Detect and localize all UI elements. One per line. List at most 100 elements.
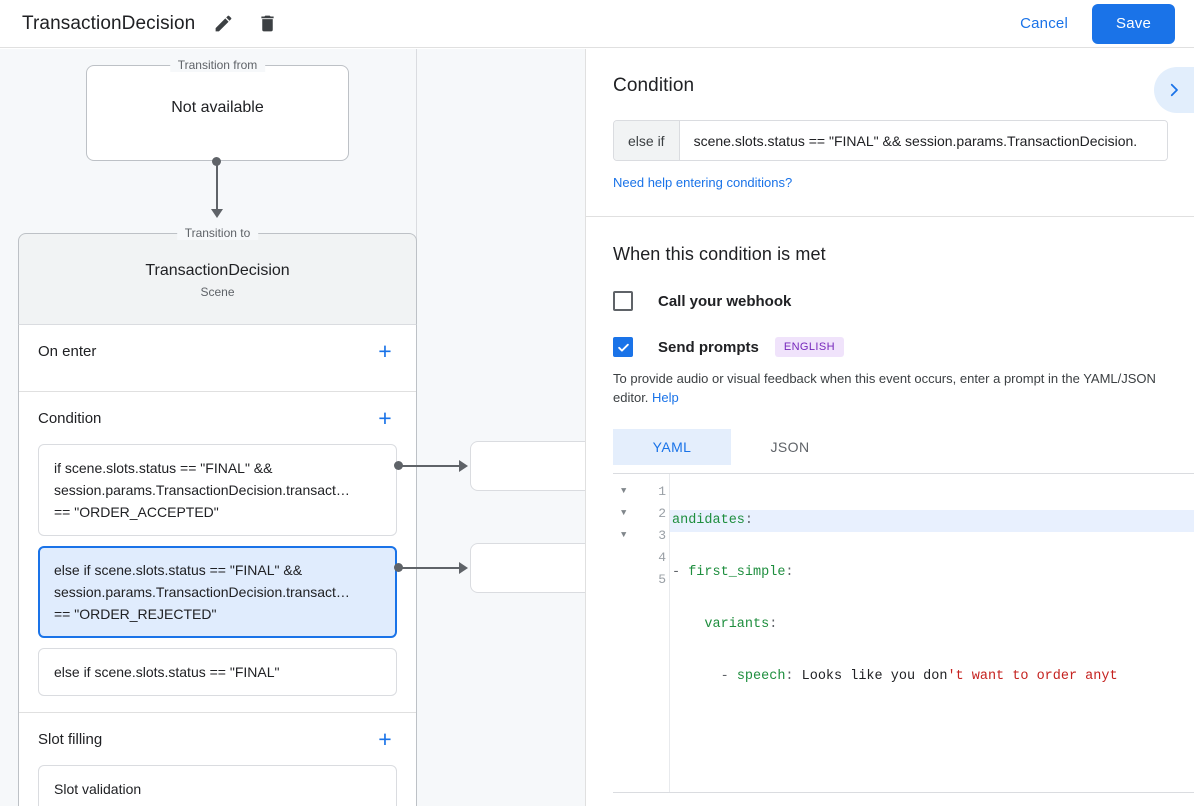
- code-token: speech: [736, 669, 786, 684]
- code-token: -: [672, 565, 689, 580]
- send-prompts-checkbox[interactable]: [613, 337, 633, 357]
- helper-text: To provide audio or visual feedback when…: [613, 371, 1156, 405]
- section-slot-filling: Slot filling + Slot validation: [19, 713, 416, 806]
- connector-arrow-accepted: [459, 460, 468, 472]
- tab-json[interactable]: JSON: [770, 439, 810, 455]
- pencil-icon[interactable]: [209, 10, 237, 38]
- transition-to-title: TransactionDecision: [145, 262, 290, 279]
- section-slot-filling-header: Slot filling +: [38, 713, 397, 765]
- slot-validation-chip[interactable]: Slot validation: [38, 765, 397, 806]
- editor-gutter: ▼ 1 ▼ 2 ▼ 3 4 5: [613, 474, 670, 792]
- send-prompts-label: Send prompts: [658, 338, 759, 356]
- code-line-3[interactable]: variants:: [670, 614, 1194, 636]
- page-title: TransactionDecision: [22, 12, 196, 34]
- condition-expression-input[interactable]: scene.slots.status == "FINAL" && session…: [679, 121, 1167, 160]
- code-token: :: [769, 617, 778, 632]
- target-node-rejected[interactable]: [470, 543, 585, 593]
- when-condition-met-block: When this condition is met Call your web…: [586, 217, 1194, 793]
- condition-block: Condition else if scene.slots.status == …: [586, 49, 1194, 217]
- editor-code-area[interactable]: andidates: - first_simple: variants: - s…: [670, 474, 1194, 792]
- code-token: first_simple: [688, 565, 786, 580]
- section-on-enter-header: On enter +: [38, 325, 397, 377]
- fold-caret-icon[interactable]: ▼: [621, 486, 627, 496]
- gutter-line[interactable]: 5: [613, 568, 669, 590]
- call-webhook-row[interactable]: Call your webhook: [613, 291, 1167, 311]
- line-number: 2: [658, 505, 666, 521]
- gutter-line[interactable]: 4: [613, 546, 669, 568]
- code-token: :: [785, 565, 794, 580]
- trash-icon[interactable]: [253, 10, 281, 38]
- condition-chip-order-rejected[interactable]: else if scene.slots.status == "FINAL" &&…: [38, 546, 397, 638]
- transition-to-node[interactable]: Transition to TransactionDecision Scene: [18, 226, 417, 324]
- send-prompts-row[interactable]: Send prompts ENGLISH: [613, 337, 1167, 357]
- code-token: :: [785, 669, 802, 684]
- section-on-enter: On enter +: [19, 325, 416, 392]
- transition-from-title: Not available: [171, 99, 264, 116]
- check-icon: [617, 343, 629, 352]
- code-token: 't want to order anyt: [947, 669, 1118, 684]
- condition-prefix: else if: [614, 121, 680, 160]
- code-token: :: [744, 513, 754, 528]
- transition-to-subtitle: Scene: [200, 285, 235, 299]
- when-condition-met-heading: When this condition is met: [613, 244, 826, 264]
- code-line-2[interactable]: - first_simple:: [670, 562, 1194, 584]
- scene-graph-canvas[interactable]: Transition from Not available Transition…: [0, 49, 585, 806]
- transition-from-legend: Transition from: [169, 58, 266, 72]
- condition-help-link[interactable]: Need help entering conditions?: [613, 175, 793, 190]
- top-app-bar: TransactionDecision Cancel Save: [0, 0, 1194, 48]
- fold-caret-icon[interactable]: ▼: [621, 530, 627, 540]
- connector-line-rejected: [399, 567, 462, 569]
- send-prompts-helper-text: To provide audio or visual feedback when…: [613, 369, 1167, 407]
- condition-chip-line: session.params.TransactionDecision.trans…: [54, 482, 350, 498]
- code-token: andidates: [672, 513, 745, 528]
- condition-chip-line: else if scene.slots.status == "FINAL": [54, 664, 280, 680]
- connector-arrow-down: [211, 209, 223, 218]
- call-webhook-label: Call your webhook: [658, 292, 792, 310]
- condition-heading-row: Condition: [613, 75, 1167, 97]
- section-slot-filling-title: Slot filling: [38, 730, 103, 748]
- condition-chip-line: == "ORDER_ACCEPTED": [54, 504, 219, 520]
- code-line-4[interactable]: - speech: Looks like you don't want to o…: [670, 666, 1194, 688]
- connector-line-vertical: [216, 161, 218, 213]
- transition-to-legend: Transition to: [176, 226, 259, 240]
- detail-panel: Condition else if scene.slots.status == …: [585, 49, 1194, 806]
- line-number: 3: [658, 527, 666, 543]
- helper-help-link[interactable]: Help: [652, 390, 679, 405]
- code-token: [672, 617, 704, 632]
- language-badge: ENGLISH: [774, 337, 844, 357]
- section-condition: Condition + if scene.slots.status == "FI…: [19, 392, 416, 713]
- cancel-button[interactable]: Cancel: [1008, 6, 1080, 41]
- code-line-5[interactable]: [670, 718, 1194, 740]
- condition-chip-final[interactable]: else if scene.slots.status == "FINAL": [38, 648, 397, 696]
- save-button[interactable]: Save: [1092, 3, 1175, 44]
- condition-chip-order-accepted[interactable]: if scene.slots.status == "FINAL" && sess…: [38, 444, 397, 536]
- condition-chip-line: session.params.TransactionDecision.trans…: [54, 584, 350, 600]
- tab-yaml[interactable]: YAML: [613, 429, 731, 465]
- pencil-icon-svg: [215, 15, 232, 32]
- condition-chip-line: else if scene.slots.status == "FINAL" &&: [54, 562, 303, 578]
- call-webhook-checkbox[interactable]: [613, 291, 633, 311]
- gutter-line[interactable]: ▼ 3: [613, 524, 669, 546]
- condition-input-row[interactable]: else if scene.slots.status == "FINAL" &&…: [613, 120, 1168, 161]
- gutter-line[interactable]: ▼ 2: [613, 502, 669, 524]
- chevron-right-icon[interactable]: [1154, 67, 1194, 113]
- yaml-editor[interactable]: ▼ 1 ▼ 2 ▼ 3 4 5: [613, 473, 1194, 793]
- connector-line-accepted: [399, 465, 462, 467]
- code-line-1[interactable]: andidates:: [670, 510, 1194, 532]
- condition-chip-line: if scene.slots.status == "FINAL" &&: [54, 460, 273, 476]
- condition-heading: Condition: [613, 75, 695, 96]
- plus-icon[interactable]: +: [378, 337, 392, 364]
- plus-icon[interactable]: +: [378, 725, 392, 752]
- condition-chip-line: == "ORDER_REJECTED": [54, 606, 217, 622]
- transition-from-node[interactable]: Transition from Not available: [86, 58, 349, 161]
- section-condition-header: Condition +: [38, 392, 397, 444]
- chevron-right-icon-svg: [1170, 83, 1178, 97]
- connector-arrow-rejected: [459, 562, 468, 574]
- fold-caret-icon[interactable]: ▼: [621, 508, 627, 518]
- plus-icon[interactable]: +: [378, 404, 392, 431]
- connector-dot-accepted: [394, 461, 403, 470]
- scene-sections-list: On enter + Condition + if scene.slots.st…: [18, 324, 417, 806]
- target-node-accepted[interactable]: [470, 441, 585, 491]
- editor-format-tabs: YAML JSON: [613, 429, 1167, 465]
- gutter-line[interactable]: ▼ 1: [613, 480, 669, 502]
